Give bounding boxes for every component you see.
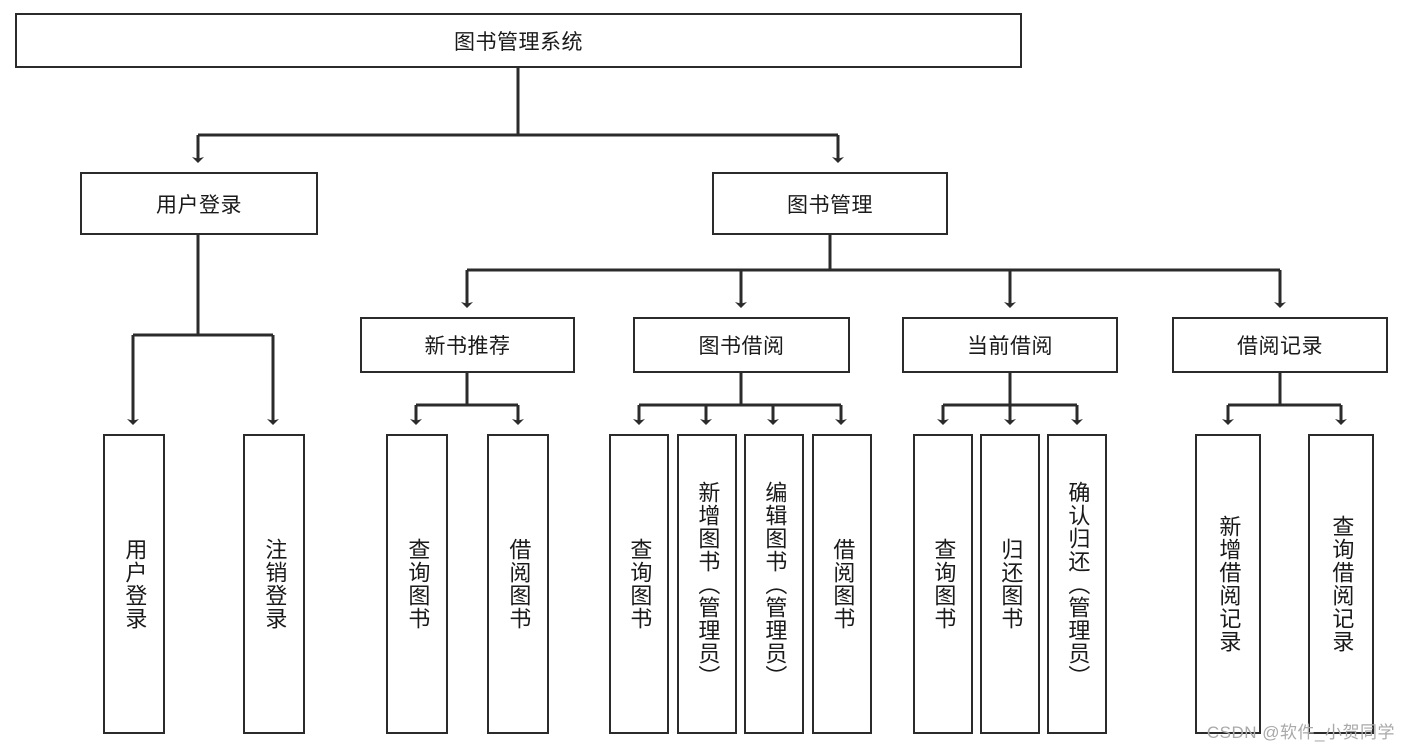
node-label: 图书借阅 (698, 335, 785, 358)
watermark-text: CSDN @软件_小贺同学 (1206, 723, 1395, 742)
leaf-borrow-add-book-admin[interactable]: 新增图书（管理员） (677, 434, 737, 734)
leaf-borrow-borrow-book[interactable]: 借阅图书 (812, 434, 872, 734)
leaf-borrow-edit-book-admin[interactable]: 编辑图书（管理员） (744, 434, 804, 734)
leaf-label: 借阅图书 (830, 538, 856, 630)
leaf-label: 查询图书 (627, 538, 653, 630)
leaf-record-query-record[interactable]: 查询借阅记录 (1308, 434, 1374, 734)
leaf-current-query-book[interactable]: 查询图书 (913, 434, 973, 734)
leaf-label: 用户登录 (122, 538, 148, 630)
leaf-user-login-login[interactable]: 用户登录 (103, 434, 165, 734)
node-user-login[interactable]: 用户登录 (80, 172, 318, 235)
node-borrow-record[interactable]: 借阅记录 (1172, 317, 1388, 373)
node-label: 当前借阅 (967, 335, 1053, 358)
leaf-label: 查询图书 (931, 538, 957, 630)
leaf-label: 归还图书 (998, 538, 1024, 630)
leaf-label: 确认归还（管理员） (1065, 480, 1091, 688)
node-book-management[interactable]: 图书管理 (712, 172, 948, 235)
node-label: 图书管理系统 (454, 30, 583, 54)
leaf-label: 查询借阅记录 (1329, 515, 1355, 653)
node-label: 图书管理 (787, 193, 873, 217)
leaf-label: 注销登录 (262, 538, 288, 630)
node-label: 借阅记录 (1237, 335, 1323, 358)
node-label: 用户登录 (156, 193, 242, 217)
leaf-current-confirm-return-admin[interactable]: 确认归还（管理员） (1047, 434, 1107, 734)
leaf-recommend-query-book[interactable]: 查询图书 (386, 434, 448, 734)
node-new-book-recommend[interactable]: 新书推荐 (360, 317, 575, 373)
leaf-label: 编辑图书（管理员） (762, 480, 788, 688)
node-root-system[interactable]: 图书管理系统 (15, 13, 1022, 68)
leaf-record-add-record[interactable]: 新增借阅记录 (1195, 434, 1261, 734)
leaf-label: 新增图书（管理员） (695, 480, 721, 688)
leaf-current-return-book[interactable]: 归还图书 (980, 434, 1040, 734)
node-label: 新书推荐 (424, 335, 511, 358)
leaf-label: 查询图书 (405, 538, 431, 630)
leaf-label: 借阅图书 (506, 538, 532, 630)
leaf-recommend-borrow-book[interactable]: 借阅图书 (487, 434, 549, 734)
node-book-borrow[interactable]: 图书借阅 (633, 317, 850, 373)
leaf-label: 新增借阅记录 (1216, 515, 1242, 653)
node-current-borrow[interactable]: 当前借阅 (902, 317, 1118, 373)
leaf-user-login-logout[interactable]: 注销登录 (243, 434, 305, 734)
leaf-borrow-query-book[interactable]: 查询图书 (609, 434, 669, 734)
